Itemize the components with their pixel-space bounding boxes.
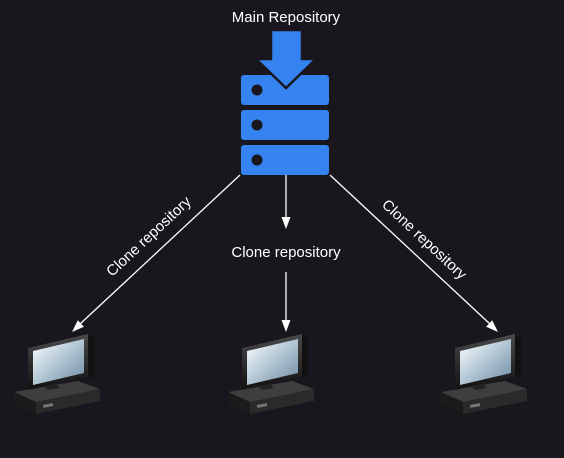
main-repository-label: Main Repository (232, 9, 341, 26)
edge-label-center: Clone repository (231, 244, 341, 261)
server-stack-icon (241, 75, 329, 175)
edge-label-right: Clone repository (378, 196, 470, 283)
clone-arrow-left (72, 174, 241, 332)
desktop-computer-icon (13, 333, 101, 415)
edge-label-left: Clone repository (103, 193, 195, 280)
desktop-computer-icon (227, 333, 315, 415)
clone-arrow-right (329, 174, 498, 332)
down-arrow-icon (252, 28, 320, 90)
clone-arrow-center-top (281, 175, 291, 229)
desktop-computer-icon (440, 333, 528, 415)
clone-arrow-center-bottom (281, 272, 291, 332)
